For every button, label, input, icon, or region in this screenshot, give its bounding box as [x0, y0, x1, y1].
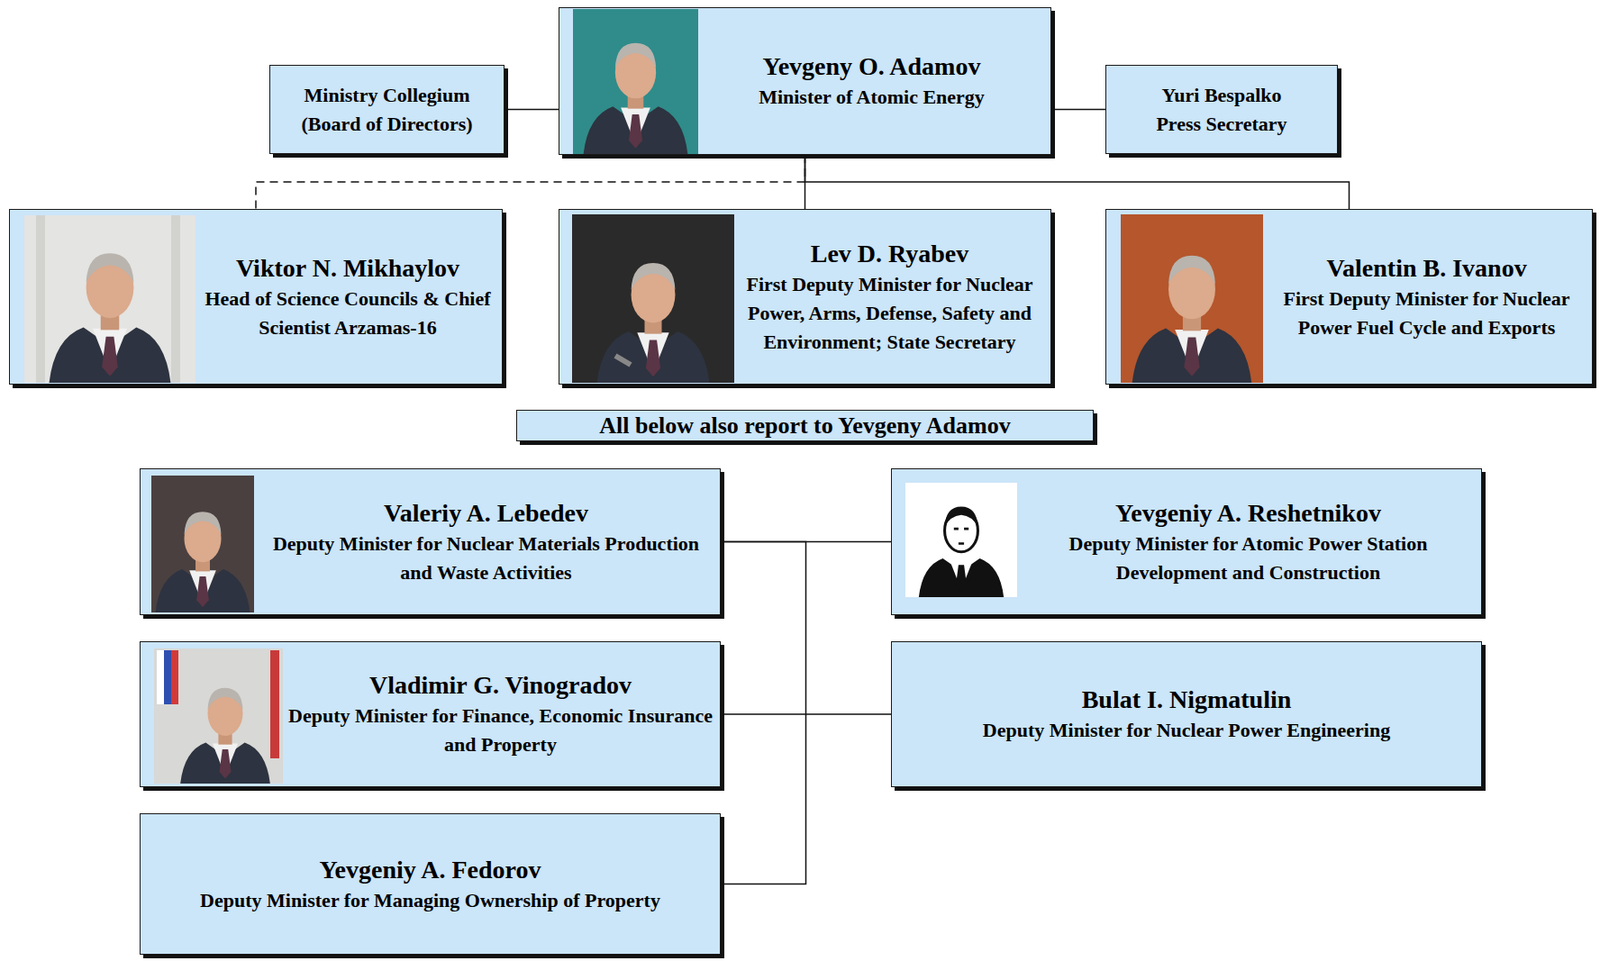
person-name: Yevgeniy A. Reshetnikov	[1115, 497, 1382, 530]
person-name: Viktor N. Mikhaylov	[236, 252, 460, 285]
portrait-photo	[905, 482, 1018, 598]
official-box: Bulat I. NigmatulinDeputy Minister for N…	[890, 641, 1482, 788]
staff-box: Yuri BespalkoPress Secretary	[1105, 64, 1338, 155]
box-label: Ministry Collegium (Board of Directors)	[279, 81, 495, 139]
person-name: Bulat I. Nigmatulin	[1081, 683, 1292, 717]
connector-group	[255, 109, 1350, 885]
person-name: Vladimir G. Vinogradov	[369, 669, 632, 702]
box-fill	[1105, 209, 1593, 385]
official-box: Viktor N. MikhaylovHead of Science Counc…	[9, 209, 503, 385]
org-connector	[720, 542, 807, 885]
box-fill	[890, 468, 1482, 616]
official-box: Vladimir G. VinogradovDeputy Minister fo…	[139, 641, 721, 788]
org-connector	[805, 154, 1350, 210]
job-title: First Deputy Minister for Nuclear Power …	[1268, 284, 1585, 343]
job-title: Deputy Minister for Atomic Power Station…	[1022, 529, 1474, 588]
job-title: Deputy Minister for Nuclear Materials Pr…	[259, 529, 713, 588]
box-fill	[558, 209, 1052, 385]
banner-box: All below also report to Yevgeny Adamov	[516, 409, 1094, 442]
box-fill	[890, 641, 1482, 788]
job-title: Deputy Minister for Nuclear Power Engine…	[982, 716, 1391, 746]
person-name: Valeriy A. Lebedev	[383, 497, 589, 530]
job-title: Minister of Atomic Energy	[758, 82, 985, 112]
official-box: Valentin B. IvanovFirst Deputy Minister …	[1105, 209, 1593, 385]
official-box: Valeriy A. LebedevDeputy Minister for Nu…	[139, 468, 721, 616]
job-title: Press Secretary	[1155, 109, 1287, 139]
box-fill	[516, 409, 1094, 442]
portrait-photo	[151, 475, 255, 613]
box-fill	[9, 209, 503, 385]
box-fill	[139, 813, 721, 955]
box-fill	[558, 7, 1052, 155]
portrait-photo	[1120, 214, 1264, 383]
person-name: Yuri Bespalko	[1161, 81, 1282, 110]
official-box: Yevgeniy A. FedorovDeputy Minister for M…	[139, 813, 721, 955]
org-connector	[1051, 109, 1106, 111]
portrait-photo	[154, 648, 283, 784]
box-fill	[269, 64, 505, 155]
job-title: Deputy Minister for Managing Ownership o…	[200, 886, 661, 916]
portrait-photo	[572, 9, 699, 155]
box-backgrounds	[9, 7, 1597, 959]
person-name: Yevgeny O. Adamov	[763, 50, 982, 83]
box-fill	[139, 468, 721, 616]
box-label: All below also report to Yevgeny Adamov	[599, 411, 1010, 441]
job-title: First Deputy Minister for Nuclear Power,…	[732, 270, 1047, 357]
person-name: Valentin B. Ivanov	[1326, 252, 1527, 285]
org-connector	[504, 109, 559, 111]
official-box: Yevgeniy A. ReshetnikovDeputy Minister f…	[890, 468, 1482, 616]
portrait-photo	[572, 214, 735, 383]
org-connector	[255, 154, 806, 210]
box-fill	[139, 641, 721, 788]
board-box: Ministry Collegium (Board of Directors)	[269, 64, 505, 155]
portrait-photo	[24, 215, 196, 383]
box-fill	[1105, 64, 1338, 155]
person-name: Yevgeniy A. Fedorov	[318, 854, 541, 887]
job-title: Head of Science Councils & Chief Scienti…	[200, 284, 495, 343]
person-name: Lev D. Ryabev	[810, 237, 970, 271]
minister-box: Yevgeny O. AdamovMinister of Atomic Ener…	[558, 7, 1052, 155]
official-box: Lev D. RyabevFirst Deputy Minister for N…	[558, 209, 1052, 385]
job-title: Deputy Minister for Finance, Economic In…	[286, 701, 715, 760]
